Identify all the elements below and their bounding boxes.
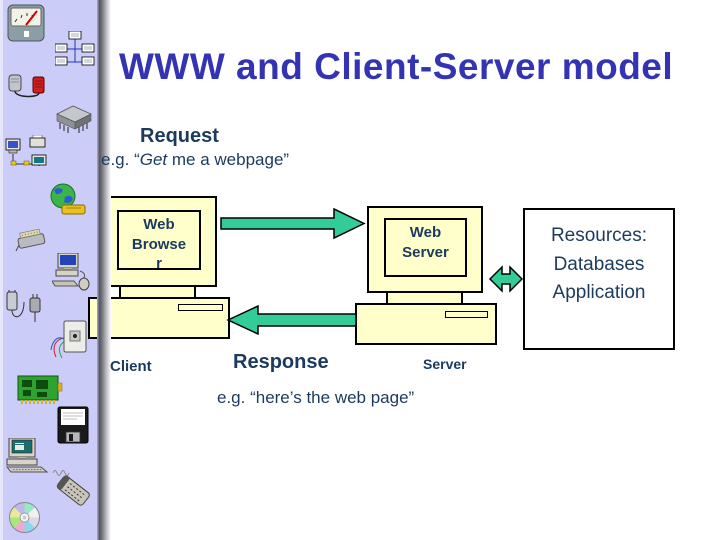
response-arrow-icon [226,304,357,336]
server-system-unit [355,303,497,345]
adapter-plugs-icon [6,290,41,322]
request-example-text: e.g. “Get me a webpage” [101,150,289,170]
cable-plugs-icon [8,74,45,98]
server-screen: Web Server [384,218,467,277]
circuit-board-icon [17,375,63,404]
request-example-prefix: e.g. “ [101,150,140,169]
request-arrow-icon [220,207,366,240]
sidebar-bevel-divider [97,0,111,540]
sidebar-left-highlight [0,0,3,540]
client-caption: Client [110,358,152,375]
client-screen-label: Web Browse r [131,216,187,272]
response-label: Response [233,351,329,373]
resources-line-2: Databases [553,253,645,275]
sidebar [0,0,98,540]
page-title: WWW and Client-Server model [119,46,674,87]
request-example-rest: me a webpage” [167,150,290,169]
resources-box: Resources: Databases Application [523,208,675,350]
request-example-italic: Get [139,150,168,169]
response-example-text: e.g. “here’s the web page” [217,388,415,407]
resources-line-1: Resources: [550,225,648,246]
floppy-disk-icon [57,406,89,444]
remote-control-icon [52,470,90,506]
client-disk-slot [178,304,223,311]
server-disk-slot [445,311,488,318]
wall-socket-icon [50,320,87,359]
cd-rom-icon [9,502,40,533]
request-label: Request [140,125,219,147]
desktop-computer-icon [5,438,48,473]
server-caption: Server [423,356,467,372]
network-tree-icon [55,31,95,66]
desktop-mouse-icon [52,253,90,291]
connector-icon [15,228,46,252]
resources-line-3: Application [552,282,646,303]
gauge-icon [7,4,45,42]
chip-icon [56,105,92,133]
server-resources-double-arrow-icon [488,265,524,293]
globe-phone-icon [50,183,87,215]
client-screen: Web Browse r [117,210,201,272]
server-screen-label: Web Server [402,224,449,261]
lan-printer-icon [5,135,47,166]
